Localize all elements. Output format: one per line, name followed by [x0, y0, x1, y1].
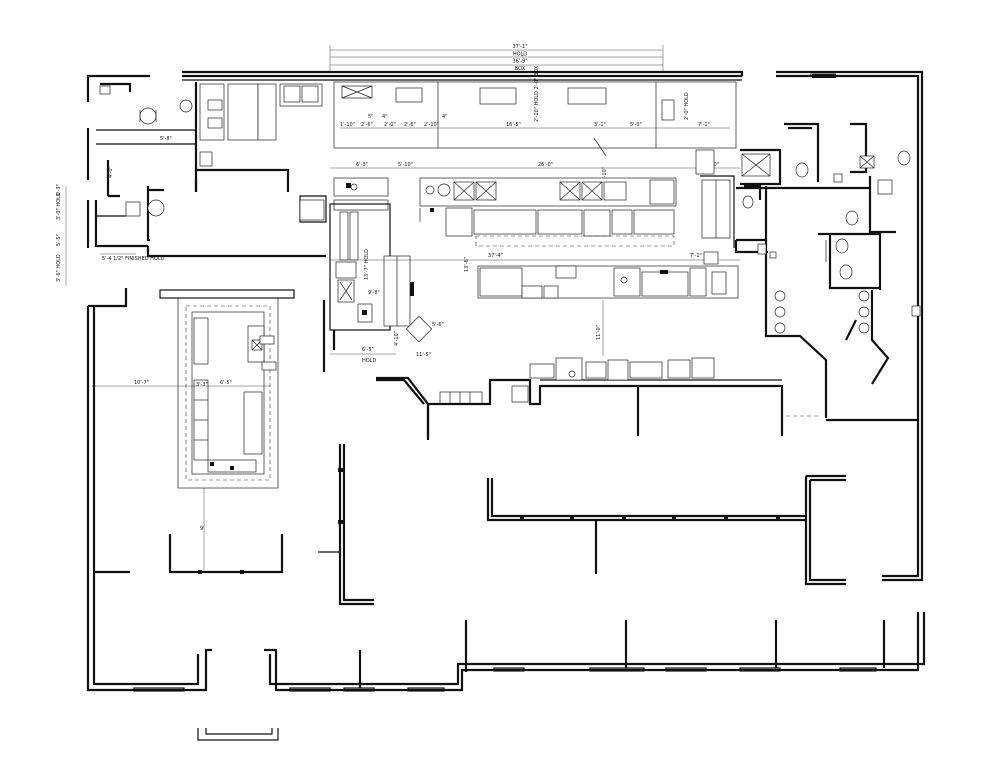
dim-374: 37'-4" — [488, 253, 503, 259]
service-counter — [376, 357, 784, 440]
dim-hold-value: 36'-9" — [512, 59, 527, 65]
dim-4in-b: 4" — [442, 114, 447, 120]
dining-walls — [86, 288, 926, 741]
dim-65: 6'-5" — [362, 347, 374, 353]
dim-71: 7'-1" — [690, 253, 702, 259]
side-dimensions: 1'-3" 3'-0" HOLD 5'-5" 3'-6" HOLD 5'-4 1… — [56, 184, 165, 286]
dim-260: 26'-0" — [538, 162, 553, 168]
dim-side-13: 1'-3" — [56, 184, 62, 196]
top-left-rooms: 5'-8" 4'-0" — [86, 74, 742, 258]
dim-seg3: 2'-0" — [384, 122, 396, 128]
dim-small-stack: 2'-10" HOLD 2'-0" BOX — [534, 65, 540, 122]
dim-side-55: 5'-5" — [56, 234, 62, 246]
dim-56: 5'-6" — [432, 322, 444, 328]
dim-seg5: 2'-10" — [424, 122, 439, 128]
dim-overall: 37'-1" — [512, 44, 527, 50]
dim-11: 11'-0" — [596, 325, 602, 340]
dim-island-9: 9' — [200, 526, 205, 532]
dim-98: 9'-8" — [368, 290, 380, 296]
dim-seg2: 2'-6" — [361, 122, 373, 128]
dim-137-hold: 13'-7" HOLD — [364, 249, 370, 280]
dim-seg-mid: 16'-5" — [506, 122, 521, 128]
dim-4: 4'-0" — [108, 166, 114, 178]
dim-finished-hold: 5'-4 1/2" FINISHED HOLD — [102, 256, 165, 262]
dim-610: 6'-10" — [602, 167, 608, 182]
dim-side-30: 3'-0" HOLD — [56, 192, 62, 220]
dim-side-36: 3'-6" HOLD — [56, 254, 62, 282]
dim-seg1: 1'-10" — [340, 122, 355, 128]
dim-63: 6'-3" — [356, 162, 368, 168]
dim-seg-right2: 5'-0" — [630, 122, 642, 128]
dim-seg4: 2'-6" — [404, 122, 416, 128]
dim-island-33: 3'-3" — [196, 382, 208, 388]
dim-hold-label: HOLD — [513, 52, 527, 58]
dim-hold-vert: 2'-0" HOLD — [684, 92, 690, 120]
restroom-block — [182, 70, 924, 422]
dim-box: BOX — [515, 66, 526, 72]
dim-hold-kit: HOLD — [362, 358, 376, 364]
island-bar: 10'-7" 6'-5" 3'-3" 9' — [92, 289, 295, 570]
dim-island-107: 10'-7" — [134, 380, 149, 386]
dim-seg-right1: 3'-1" — [594, 122, 606, 128]
top-dimension-string: 37'-1" HOLD 36'-9" BOX — [329, 44, 664, 72]
dim-5in: 5" — [368, 114, 373, 120]
kitchen-main: 6'-3" 5'-10" 26'-0" 6'-10" 5'-10" — [329, 162, 740, 364]
dim-410: 4'-10" — [394, 331, 400, 346]
dim-4in-a: 4" — [382, 114, 387, 120]
dim-118: 11'-5" — [416, 352, 431, 358]
dim-island-65: 6'-5" — [220, 380, 232, 386]
dim-58: 5'-8" — [160, 136, 172, 142]
dim-135: 13'-6" — [464, 257, 470, 272]
kitchen-top-line: 1'-10" 2'-6" 2'-0" 2'-6" 2'-10" 5" 4" 4"… — [333, 65, 737, 157]
dim-seg-right3: 7'-1" — [698, 122, 710, 128]
dim-510: 5'-10" — [398, 162, 413, 168]
